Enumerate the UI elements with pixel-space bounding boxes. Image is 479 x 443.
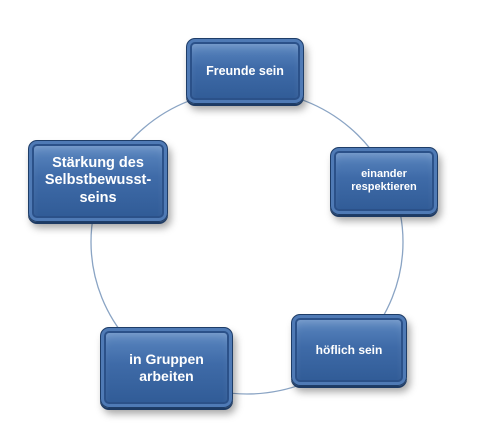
node-label: einander respektieren <box>351 167 417 193</box>
node-label: Freunde sein <box>206 63 284 78</box>
node-freunde-sein: Freunde sein <box>186 38 304 104</box>
node-in-gruppen-arbeiten: in Gruppen arbeiten <box>100 327 233 408</box>
node-label: in Gruppen arbeiten <box>129 350 204 384</box>
node-hoeflich-sein: höflich sein <box>291 314 407 386</box>
node-label: Stärkung des Selbstbewusst- seins <box>44 154 152 206</box>
node-label: höflich sein <box>315 342 383 357</box>
node-einander-respektieren: einander respektieren <box>330 147 438 215</box>
node-staerkung-des-selbstbewusstseins: Stärkung des Selbstbewusst- seins <box>28 140 168 222</box>
